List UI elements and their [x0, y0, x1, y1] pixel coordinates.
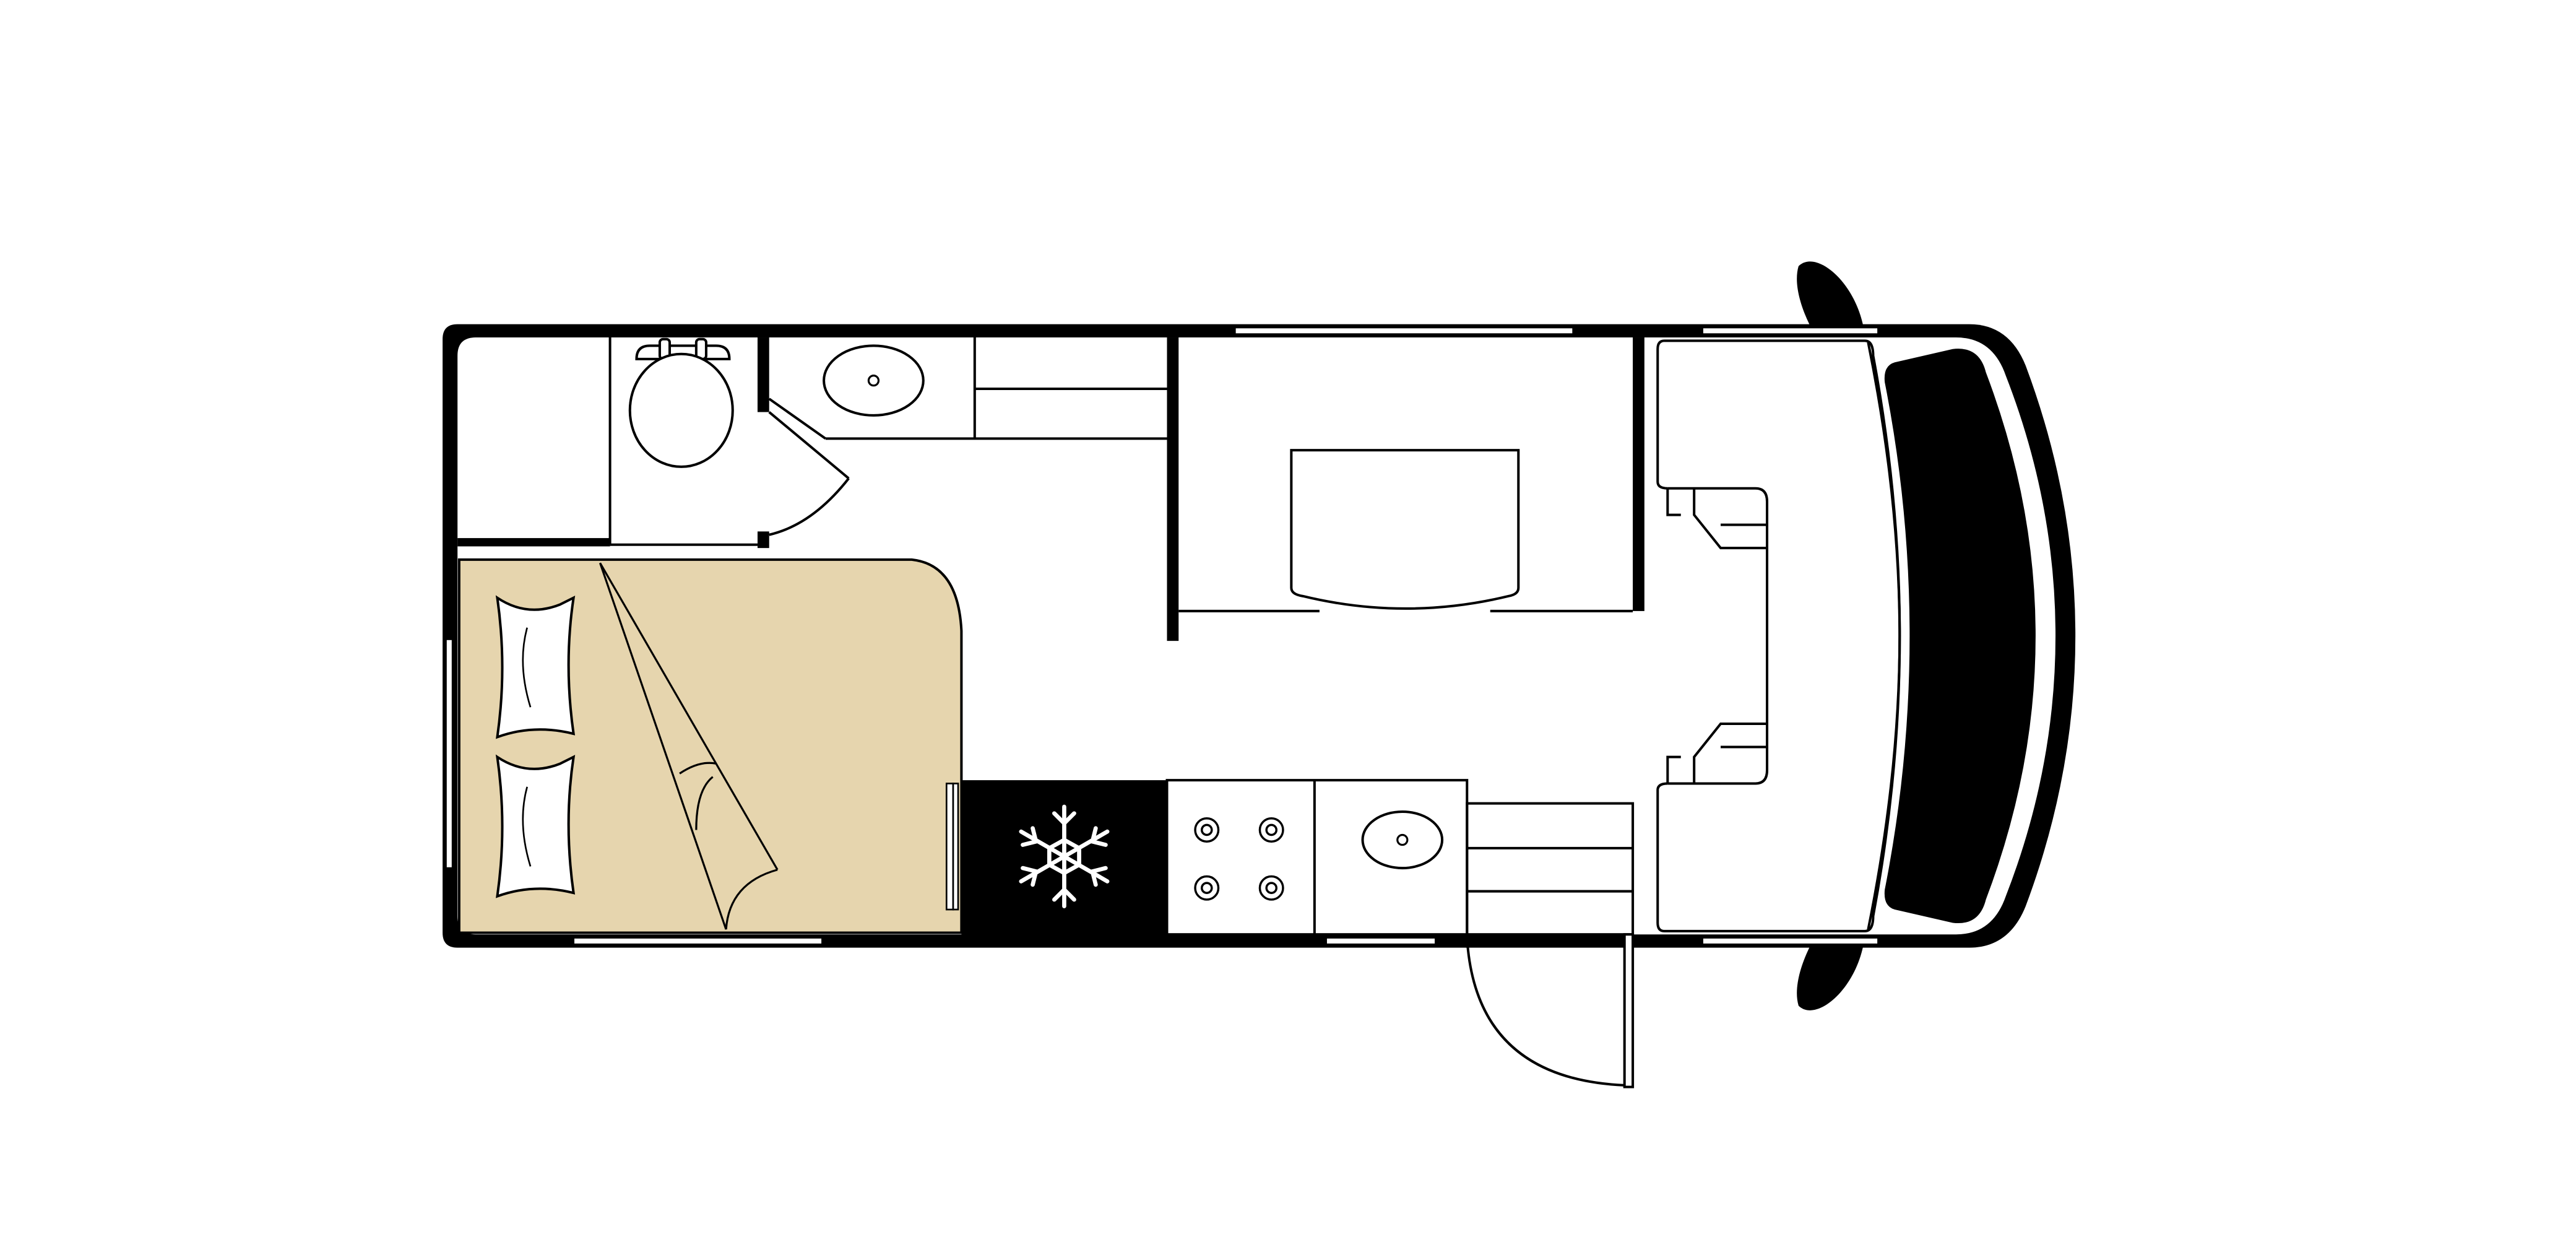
left-mirror	[1797, 261, 1864, 326]
interior-walls	[457, 337, 1645, 936]
double-bed	[457, 558, 963, 934]
bed-fold-line	[599, 562, 779, 930]
windscreen	[1884, 349, 2036, 924]
kitchen-sink-icon	[1361, 810, 1444, 870]
burner-icon	[1194, 817, 1284, 901]
cab-seats	[1656, 339, 1901, 932]
kitchen-counter	[1165, 779, 1635, 936]
snowflake-icon	[1019, 804, 1110, 909]
windows	[445, 326, 1879, 945]
bedroom-door	[945, 783, 959, 911]
pillow-icon	[495, 595, 576, 898]
lounge-table	[1178, 449, 1633, 612]
right-mirror	[1797, 945, 1864, 1010]
toilet-icon	[628, 337, 734, 468]
bathroom	[608, 337, 1167, 546]
entry-door	[1466, 933, 1635, 1088]
sink-icon	[823, 344, 925, 417]
